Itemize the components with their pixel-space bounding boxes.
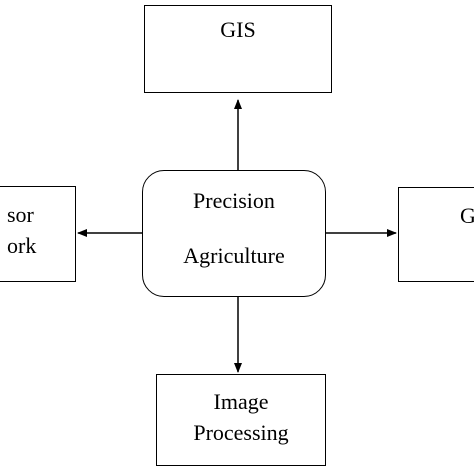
agriculture-label: Agriculture xyxy=(183,243,285,268)
image-label: Image xyxy=(213,389,269,414)
precision-label: Precision xyxy=(193,188,275,213)
sensor-network-node: sor ork xyxy=(0,186,76,282)
gis-label: GIS xyxy=(220,17,256,42)
processing-label: Processing xyxy=(193,420,289,445)
image-processing-node: Image Processing xyxy=(156,374,326,466)
network-label: ork xyxy=(7,233,37,258)
precision-agriculture-node: Precision Agriculture xyxy=(142,170,326,297)
gps-label: G xyxy=(460,203,474,228)
sensor-label: sor xyxy=(7,202,34,227)
gps-node: G xyxy=(398,187,474,282)
gis-node: GIS xyxy=(144,5,332,93)
